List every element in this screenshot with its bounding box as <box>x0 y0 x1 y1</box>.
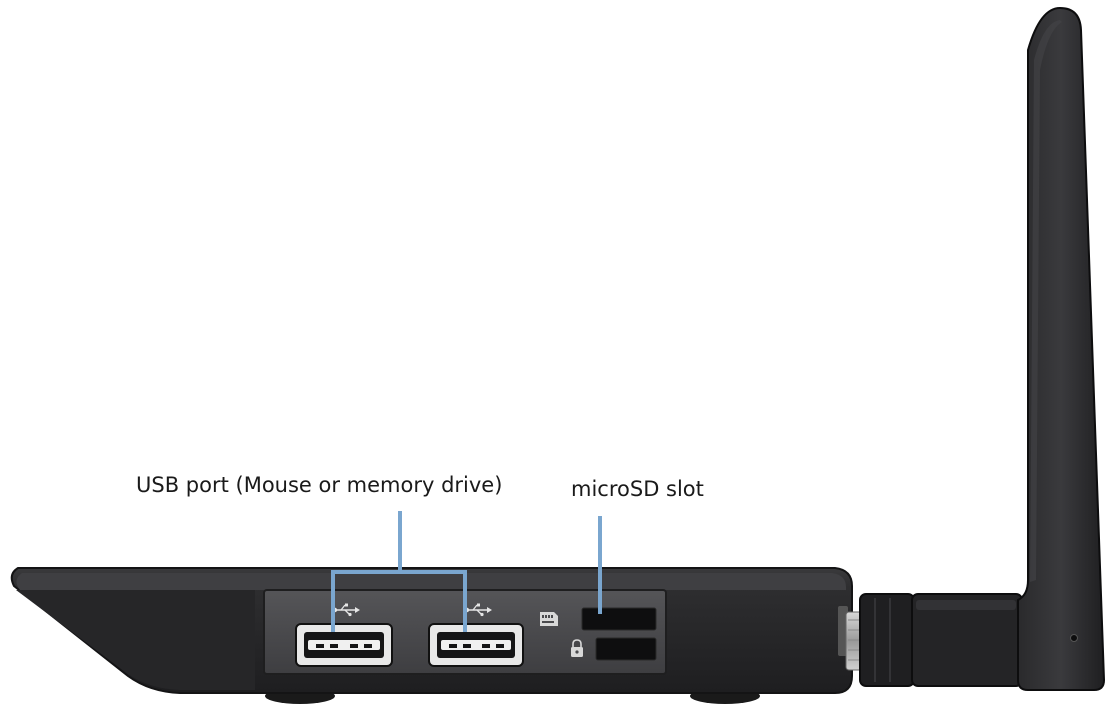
microsd-slot <box>581 607 657 631</box>
usb-port-2 <box>428 623 524 667</box>
lock-slot <box>595 637 657 661</box>
antenna <box>1017 6 1106 691</box>
antenna-edge-highlight <box>1030 20 1062 582</box>
antenna-led <box>1070 634 1078 642</box>
usb-port-1 <box>295 623 393 667</box>
lock-icon <box>571 639 583 657</box>
usb-leader-lines <box>331 511 467 632</box>
antenna-connector <box>838 593 1023 687</box>
body-top-bevel <box>16 573 846 590</box>
microsd-slot-label: microSD slot <box>571 477 704 501</box>
body-front-slant <box>16 590 255 690</box>
usb-port-label: USB port (Mouse or memory drive) <box>136 473 503 497</box>
microsd-icon <box>540 612 558 626</box>
